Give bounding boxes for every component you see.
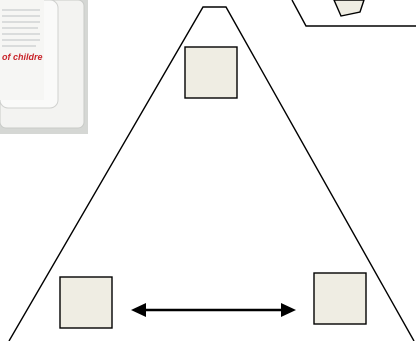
photo-label-text: of childre — [2, 52, 43, 62]
double-arrow — [131, 303, 296, 317]
top-right-shape — [291, 0, 416, 27]
top-square — [184, 46, 238, 99]
photo-label-lines — [2, 9, 40, 47]
top-right-tilted-square — [333, 0, 365, 17]
top-right-outline — [291, 0, 416, 27]
arrow-head-left-icon — [131, 303, 146, 317]
product-photo: of childre — [0, 0, 88, 134]
photo-label-area — [0, 0, 44, 100]
bottom-right-square — [313, 272, 367, 325]
arrow-head-right-icon — [281, 303, 296, 317]
bottom-left-square — [59, 276, 113, 329]
triangle-outline — [8, 6, 415, 341]
